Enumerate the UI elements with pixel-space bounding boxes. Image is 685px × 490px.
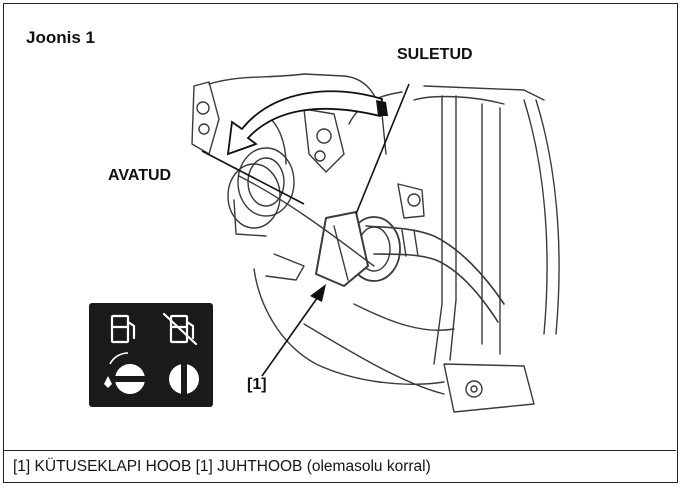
block-hole xyxy=(316,128,332,144)
figure-frame: Joonis 1 SULETUD AVATUD [1] [1] KÜTUSEKL… xyxy=(3,3,678,483)
tube-clamp xyxy=(401,229,407,257)
fuel-lever xyxy=(315,211,369,287)
rod-line xyxy=(303,323,445,395)
fuel-pump-crossed-icon xyxy=(162,312,198,346)
fitting-ring xyxy=(237,147,295,217)
base-edge xyxy=(353,303,455,331)
closed-pointer-line xyxy=(355,83,410,215)
frame-rail xyxy=(449,95,457,361)
lever-grip xyxy=(333,225,349,281)
housing-plate xyxy=(191,81,220,155)
frame-top xyxy=(413,95,505,105)
fitting-ring xyxy=(227,163,281,229)
tube-clamp xyxy=(413,229,419,257)
fuel-tube xyxy=(365,225,505,305)
rotation-arrow-shade xyxy=(376,100,388,116)
figure-caption: [1] KÜTUSEKLAPI HOOB [1] JUHTHOOB (olema… xyxy=(13,458,431,475)
closed-position-label: SULETUD xyxy=(397,46,473,63)
valve-closed-icon xyxy=(169,361,199,397)
fuel-icon-panel xyxy=(89,303,213,407)
base-edge xyxy=(265,253,305,281)
figure-title: Joonis 1 xyxy=(26,28,95,47)
caption-bar: [1] KÜTUSEKLAPI HOOB [1] JUHTHOOB (olema… xyxy=(4,450,676,481)
reference-leader xyxy=(261,293,321,377)
fitting-stem xyxy=(233,199,267,237)
fitting-ring xyxy=(247,157,285,207)
frame-rail xyxy=(523,99,548,335)
block-hole xyxy=(314,150,326,162)
bracket-bolt xyxy=(407,193,421,207)
rod-line xyxy=(238,175,375,267)
rotation-arrow xyxy=(226,90,383,156)
plate-hole xyxy=(196,101,210,115)
reference-label: [1] xyxy=(247,376,267,393)
fuel-pump-icon xyxy=(110,314,136,344)
bottom-plate xyxy=(443,363,535,413)
frame-top xyxy=(423,85,545,101)
fuel-tube xyxy=(373,253,499,323)
reference-arrowhead xyxy=(310,284,326,302)
bottom-bolt-inner xyxy=(470,385,478,393)
bottom-bolt xyxy=(465,380,483,398)
valve-open-icon xyxy=(104,352,148,394)
base-edge xyxy=(253,268,445,385)
figure-area: Joonis 1 SULETUD AVATUD [1] xyxy=(4,4,676,450)
engine-drawing xyxy=(89,73,560,413)
valve-bracket xyxy=(397,183,425,219)
open-position-label: AVATUD xyxy=(108,167,172,184)
frame-rail xyxy=(535,99,560,335)
open-pointer-line xyxy=(201,150,305,205)
plate-hole xyxy=(198,123,210,135)
block-edge xyxy=(303,108,345,173)
frame-rail xyxy=(433,95,443,365)
